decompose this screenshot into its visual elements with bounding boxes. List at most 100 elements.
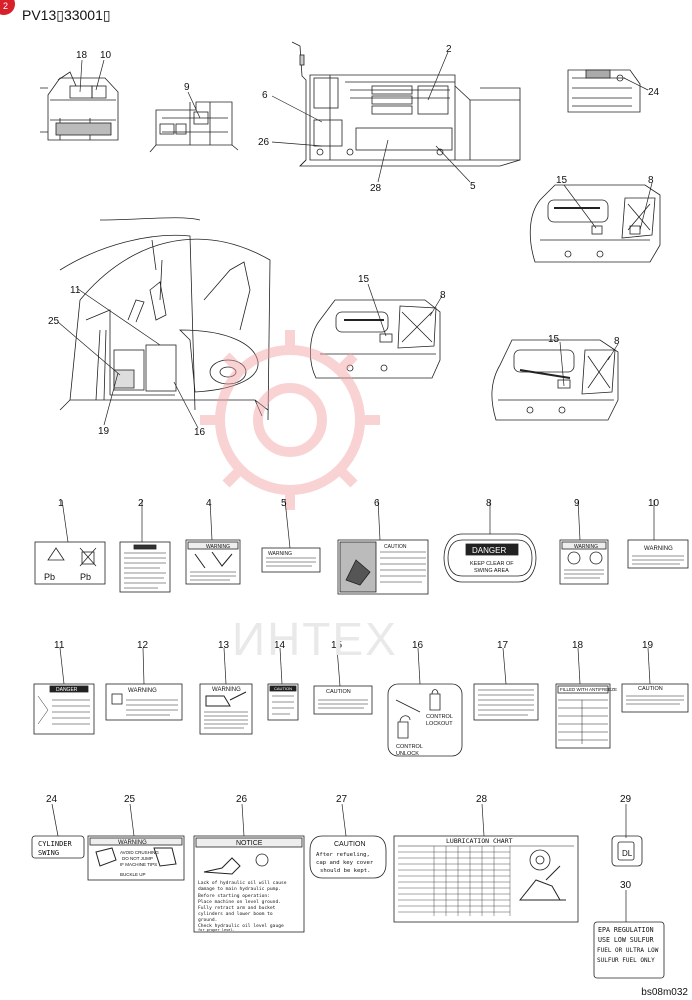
decal-25-line4: BUCKLE UP: [120, 872, 146, 877]
decal-25-line3: IF MACHINE TIPS: [120, 862, 157, 867]
callout-26: 26: [258, 137, 270, 148]
watermark-gear-logo: [200, 330, 380, 510]
decal-number-19: 19: [642, 640, 654, 651]
view-cab-roof: [40, 71, 119, 141]
decal-1-pb-left: Pb: [44, 572, 55, 582]
decal-number-12: 12: [137, 640, 149, 651]
decal-26-notice: [193, 835, 305, 933]
decal-number-13: 13: [218, 640, 230, 651]
decal-25-line1: AVOID CRUSHING: [120, 850, 159, 855]
decal-number-29: 29: [620, 794, 632, 805]
callout-25: 25: [48, 316, 60, 327]
decal-number-26: 26: [236, 794, 248, 805]
decal-5-warning: [261, 547, 321, 573]
decal-8-header: DANGER: [472, 546, 506, 555]
decal-26-line3: Before starting operation:: [198, 893, 270, 899]
decal-9-header: WARNING: [574, 544, 598, 550]
decal-24-line2: SWING: [38, 849, 59, 857]
callout-8-right: 8: [648, 175, 654, 186]
decal-number-17: 17: [497, 640, 509, 651]
decal-4-header: WARNING: [206, 544, 230, 550]
view-control-panel: [149, 101, 239, 153]
view-counterweight-left: [491, 339, 619, 421]
callout-24: 24: [648, 87, 660, 98]
decal-10-header: WARNING: [644, 546, 673, 552]
decal-number-2: 2: [138, 498, 144, 509]
decal-18-antifreeze: [555, 683, 611, 749]
leader-lines: [51, 51, 655, 922]
decal-26-line9: for proper level.: [198, 928, 235, 932]
decal-25-header: WARNING: [118, 840, 147, 846]
callout-16: 16: [194, 427, 206, 438]
decal-29-dl: [611, 835, 643, 867]
decal-6-caution: [337, 539, 429, 595]
decal-number-30: 30: [620, 880, 632, 891]
decal-number-18: 18: [572, 640, 584, 651]
callout-28: 28: [370, 183, 382, 194]
decal-number-15: 15: [331, 640, 343, 651]
decal-14-caution: [267, 683, 299, 721]
decal-5-header: WARNING: [268, 551, 292, 557]
decal-26-line6: cylinders and lower boom to: [198, 911, 273, 917]
decal-18-header: FILLED WITH ANTIFREEZE: [560, 687, 617, 692]
callout-15-right: 15: [556, 175, 568, 186]
decal-15-caution: [313, 685, 373, 715]
decal-number-6: 6: [374, 498, 380, 509]
corner-badge-label: 2: [3, 1, 8, 11]
decal-12-header: WARNING: [128, 688, 157, 694]
decal-number-28: 28: [476, 794, 488, 805]
decal-29-text: DL: [622, 849, 633, 858]
decal-2-label: [119, 541, 171, 593]
decal-30-line1: EPA REGULATION: [598, 926, 654, 934]
callout-9: 9: [184, 82, 190, 93]
callout-15-center: 15: [358, 274, 370, 285]
callout-8-left: 8: [614, 336, 620, 347]
view-top-cover: [567, 69, 641, 113]
decal-26-line5: Fully retract arm and bucket: [198, 905, 276, 911]
decal-15-header: CAUTION: [326, 689, 351, 695]
decal-25-warning: [87, 835, 185, 881]
decal-number-10: 10: [648, 498, 660, 509]
decal-27-line1: After refueling,: [316, 852, 370, 858]
decal-number-24: 24: [46, 794, 58, 805]
watermark-text: ИНТЕХ: [232, 613, 398, 665]
decal-30-epa: [593, 921, 665, 979]
decal-1-pb-right: Pb: [80, 572, 91, 582]
decal-27-caution: [309, 835, 387, 879]
decal-number-1: 1: [58, 498, 64, 509]
callout-8-center: 8: [440, 290, 446, 301]
decal-19-header: CAUTION: [638, 686, 663, 692]
decal-26-line8: Check hydraulic oil level gauge: [198, 923, 284, 929]
decal-8-danger: [443, 533, 537, 583]
callout-6: 6: [262, 90, 268, 101]
decal-30-line2: USE LOW SULFUR: [598, 936, 654, 944]
view-counterweight-right: [529, 184, 661, 263]
decal-26-line7: ground.: [198, 917, 217, 923]
decal-number-14: 14: [274, 640, 286, 651]
figure-code: bs08m032: [641, 987, 688, 998]
decal-26-line4: Place machine on level ground.: [198, 899, 281, 905]
decal-10-warning: [627, 539, 689, 569]
decal-number-9: 9: [574, 498, 580, 509]
decal-28-lubrication-chart: [393, 835, 579, 923]
decal-12-warning: [105, 683, 183, 721]
decal-9-warning: [559, 539, 609, 585]
callout-10: 10: [100, 50, 112, 61]
decal-13-header: WARNING: [212, 687, 241, 693]
decal-6-header: CAUTION: [384, 544, 407, 550]
decal-number-4: 4: [206, 498, 212, 509]
callout-18: 18: [76, 50, 88, 61]
decal-8-line2: SWING AREA: [474, 568, 509, 574]
decal-26-header: NOTICE: [236, 840, 263, 847]
decal-25-line2: DO NOT JUMP: [122, 856, 153, 861]
decal-number-8: 8: [486, 498, 492, 509]
decal-13-warning: [199, 683, 253, 735]
decal-number-25: 25: [124, 794, 136, 805]
callout-2: 2: [446, 44, 452, 55]
callout-5: 5: [470, 181, 476, 192]
decal-19-caution: [621, 683, 689, 713]
decal-27-header: CAUTION: [334, 841, 366, 848]
